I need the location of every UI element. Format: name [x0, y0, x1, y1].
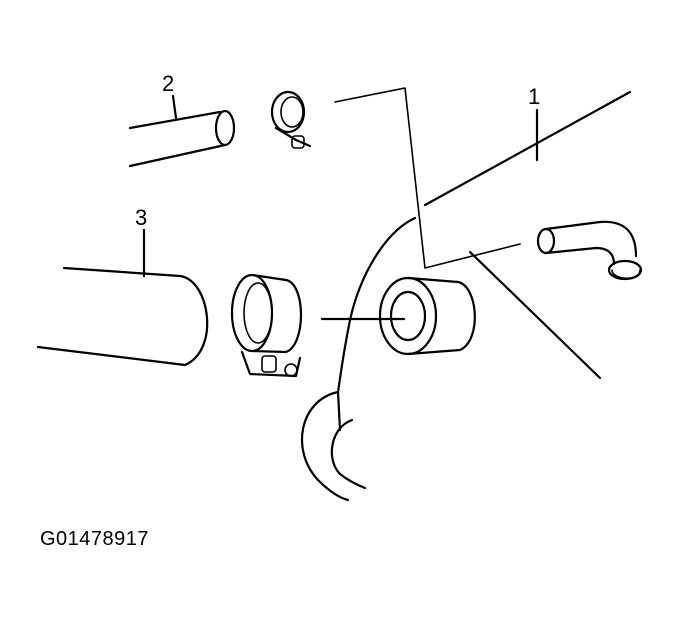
callout-1: 1: [528, 84, 541, 109]
figure-id: G01478917: [40, 528, 150, 550]
elbow-fitting: [536, 220, 643, 281]
engine-body: [300, 90, 632, 502]
small-hose-clamp: [270, 90, 312, 149]
callout-2: 2: [162, 71, 175, 96]
large-hose-clamp: [230, 273, 302, 378]
callout-3: 3: [135, 205, 148, 230]
small-hose: [128, 94, 236, 168]
callout-1-leaders: [334, 87, 539, 269]
body-port-fitting: [378, 276, 476, 356]
large-hose: [36, 228, 209, 367]
